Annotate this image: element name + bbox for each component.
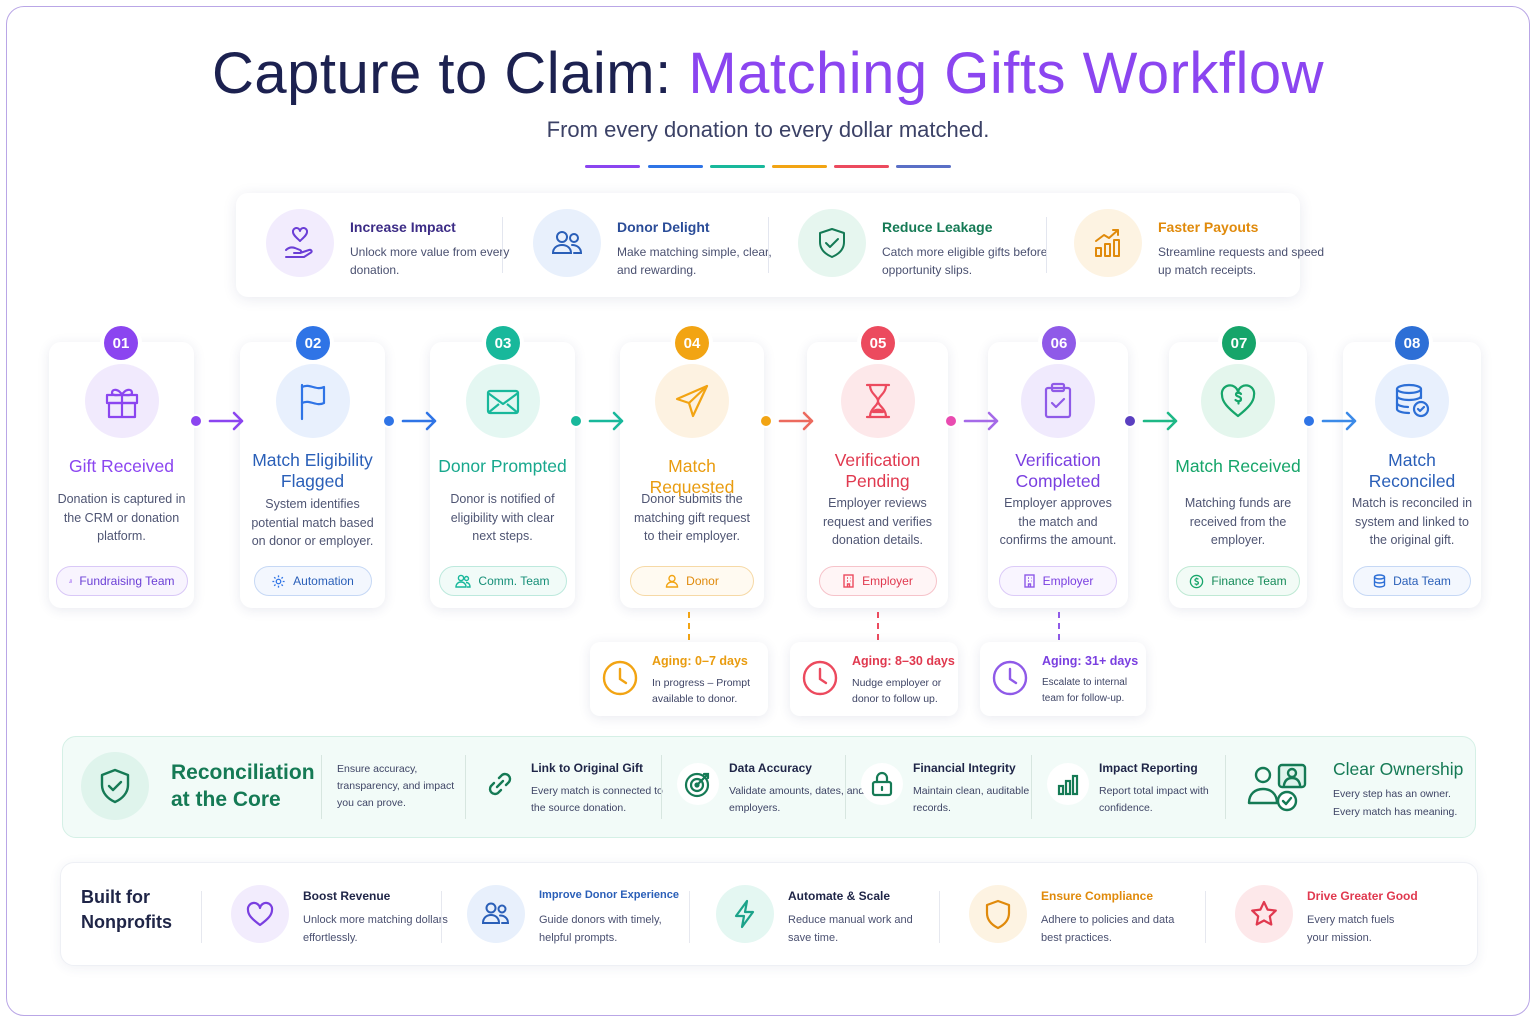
owner-pill: Employer [999, 566, 1117, 596]
divider [502, 217, 503, 273]
step-card-match-requested: Match Requested Donor submits the matchi… [620, 342, 764, 608]
clipboard-check-icon [1021, 364, 1095, 438]
built-for-nonprofits: Built for Nonprofits Boost Revenue Unloc… [60, 862, 1478, 966]
step-badge: 07 [1222, 326, 1256, 360]
aging-card-8-30: Aging: 8–30 days Nudge employer or donor… [790, 642, 958, 716]
aging-card-0-7: Aging: 0–7 days In progress – Prompt ava… [590, 642, 768, 716]
hourglass-icon [840, 364, 915, 438]
users-icon [467, 885, 525, 943]
title-divider [710, 165, 765, 168]
title-divider [834, 165, 889, 168]
divider [465, 755, 466, 819]
page-title: Capture to Claim: Matching Gifts Workflo… [211, 41, 1325, 106]
heart-dollar-icon [1201, 364, 1275, 438]
aging-link [1058, 612, 1060, 640]
divider [768, 217, 769, 273]
step-badge: 01 [104, 326, 138, 360]
user-icon [665, 574, 679, 588]
link-icon [479, 763, 521, 805]
building-icon [843, 574, 854, 588]
step-card-match-reconciled: Match Reconciled Match is reconciled in … [1343, 342, 1481, 608]
gift-icon [84, 364, 159, 438]
clock-icon [992, 660, 1028, 696]
team-check-icon [1245, 761, 1311, 820]
divider [661, 755, 662, 819]
divider [845, 755, 846, 819]
reconciliation-band: Reconciliation at the Core Ensure accura… [62, 736, 1476, 838]
lock-icon [861, 763, 903, 805]
title-divider [585, 165, 640, 168]
divider [321, 755, 322, 819]
arrow-right-icon [382, 411, 437, 431]
owner-pill: Comm. Team [438, 566, 567, 596]
building-icon [1023, 574, 1035, 588]
target-icon [677, 763, 719, 805]
step-badge: 03 [486, 326, 520, 360]
heart-hand-icon [266, 209, 334, 277]
step-card-verification-completed: Verification Completed Employer approves… [988, 342, 1128, 608]
step-badge: 08 [1395, 326, 1429, 360]
bar-chart-icon [1047, 763, 1089, 805]
divider [201, 891, 202, 943]
divider [939, 891, 940, 943]
users-icon [455, 574, 472, 588]
aging-link [877, 612, 879, 640]
arrow-right-icon [759, 411, 814, 431]
aging-link [688, 612, 690, 640]
arrow-right-icon [1123, 411, 1178, 431]
heart-icon [231, 885, 289, 943]
database-check-icon [1375, 364, 1449, 438]
users-icon [533, 209, 601, 277]
arrow-right-icon [569, 411, 624, 431]
shield-icon [969, 885, 1027, 943]
step-card-donor-prompted: Donor Prompted Donor is notified of elig… [430, 342, 575, 608]
arrow-right-icon [944, 411, 999, 431]
mail-icon [465, 364, 540, 438]
send-icon [655, 364, 729, 438]
owner-pill: Fundraising Team [55, 566, 188, 596]
benefits-card: Increase Impact Unlock more value from e… [236, 193, 1324, 297]
owner-pill: Donor [630, 566, 754, 596]
shield-check-icon [798, 209, 866, 277]
step-card-match-eligibility: Match Eligibility Flagged System identif… [240, 342, 385, 608]
owner-pill: Automation [253, 566, 372, 596]
title-divider [648, 165, 703, 168]
divider [1031, 755, 1032, 819]
title-accent: Matching Gifts Workflow [688, 41, 1325, 106]
divider [1205, 891, 1206, 943]
owner-pill: Data Team [1353, 566, 1471, 596]
divider [441, 891, 442, 943]
divider [1046, 217, 1047, 273]
step-card-gift-received: Gift Received Donation is captured in th… [49, 342, 194, 608]
title-divider [772, 165, 827, 168]
step-card-match-received: Match Received Matching funds are receiv… [1169, 342, 1307, 608]
clock-icon [602, 660, 638, 696]
page-subtitle: From every donation to every dollar matc… [546, 117, 990, 142]
owner-pill: Finance Team [1176, 566, 1300, 596]
flag-icon [275, 364, 350, 438]
step-badge: 05 [861, 326, 895, 360]
divider [689, 891, 690, 943]
divider [1225, 755, 1226, 819]
gear-icon [272, 574, 285, 588]
owner-pill: Employer [818, 566, 937, 596]
step-card-verification-pending: Verification Pending Employer reviews re… [807, 342, 948, 608]
database-icon [1373, 574, 1386, 588]
title-divider [896, 165, 951, 168]
clock-icon [802, 660, 838, 696]
arrow-right-icon [189, 411, 244, 431]
chart-up-icon [1074, 209, 1142, 277]
star-icon [1235, 885, 1293, 943]
dollar-icon [1190, 574, 1204, 588]
user-icon [68, 579, 73, 583]
step-badge: 04 [675, 326, 709, 360]
bolt-icon [716, 885, 774, 943]
aging-card-31-plus: Aging: 31+ days Escalate to internal tea… [980, 642, 1146, 716]
shield-check-icon [81, 752, 149, 820]
step-badge: 06 [1042, 326, 1076, 360]
step-badge: 02 [296, 326, 330, 360]
arrow-right-icon [1302, 411, 1357, 431]
